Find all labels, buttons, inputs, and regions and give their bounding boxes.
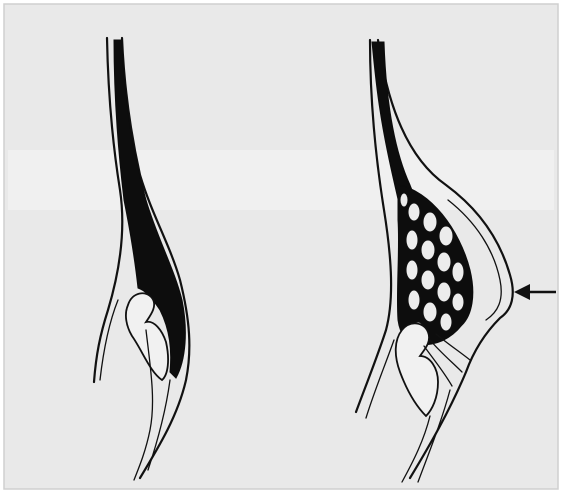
mesh-cell: [421, 240, 435, 260]
mesh-cell: [452, 293, 464, 311]
mesh-cell: [408, 290, 420, 310]
mesh-cell: [452, 262, 464, 282]
mesh-cell: [437, 252, 451, 272]
mesh-cell: [408, 203, 420, 221]
mesh-cell: [437, 282, 451, 302]
mesh-cell: [423, 302, 437, 322]
mesh-cell: [406, 260, 418, 280]
mesh-cell: [421, 270, 435, 290]
paper-background: [4, 4, 558, 489]
mesh-cell: [440, 313, 452, 331]
figure-frame: [4, 4, 558, 489]
mesh-cell: [423, 212, 437, 232]
mesh-cell: [439, 226, 453, 246]
paper-crease: [8, 150, 554, 210]
mesh-cell: [406, 230, 418, 250]
mesh-cell: [400, 193, 408, 207]
